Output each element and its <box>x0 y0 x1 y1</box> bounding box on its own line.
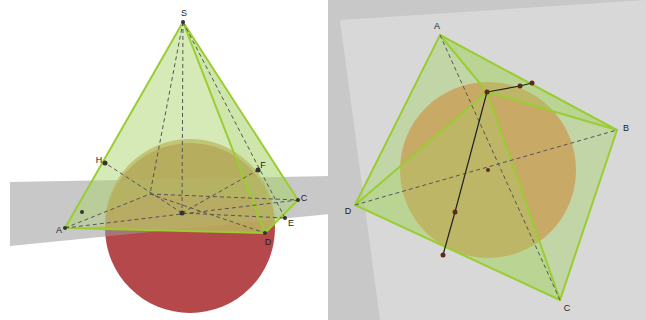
pyramid-edges <box>65 22 298 233</box>
point-label: E <box>288 219 294 228</box>
point-label: A <box>434 22 440 31</box>
point-label: D <box>265 238 272 247</box>
point-label: S <box>181 9 187 18</box>
point-label: H <box>96 156 103 165</box>
point-label: D <box>345 207 352 216</box>
plane-background <box>328 0 646 320</box>
pyramid-base <box>355 35 617 300</box>
point-label: F <box>260 161 266 170</box>
point-label: C <box>564 304 571 313</box>
right-view <box>328 0 646 320</box>
pyramid-face <box>65 22 298 228</box>
pyramid-face <box>355 92 560 300</box>
point-label: B <box>623 124 629 133</box>
point-label: C <box>301 194 308 203</box>
pyramid-edges <box>355 35 617 300</box>
section-lines <box>443 83 532 255</box>
hidden-lines <box>355 35 617 300</box>
hidden-lines <box>65 22 298 233</box>
points <box>63 20 300 235</box>
point-label: A <box>56 226 62 235</box>
points <box>441 81 535 258</box>
plane-sheet <box>340 0 646 320</box>
left-view <box>10 20 330 313</box>
